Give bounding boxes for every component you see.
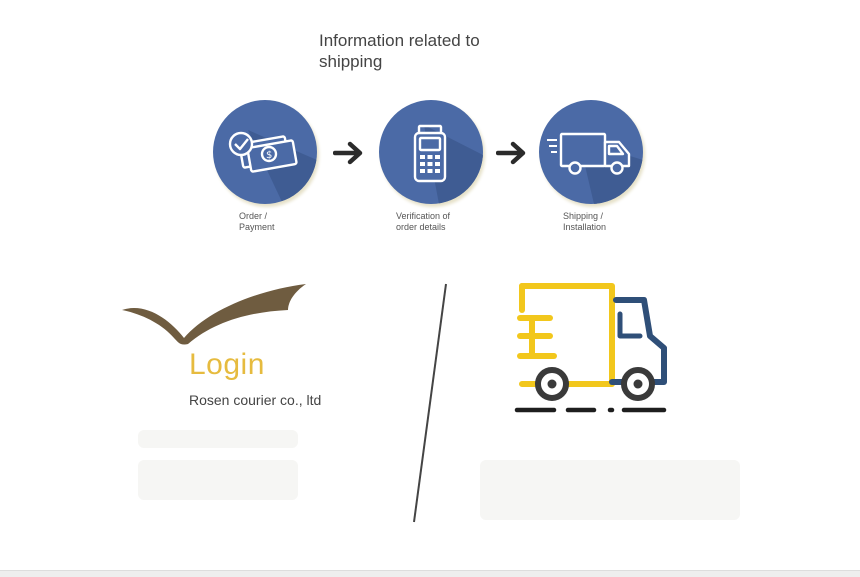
diagonal-divider [413,283,447,523]
step-label: Shipping / Installation [563,211,607,232]
step-order-payment: $ Order / Payment [213,100,319,232]
step-shipping-installation: Shipping / Installation [539,100,645,232]
card-terminal-icon [413,124,447,183]
bird-wing-logo [122,284,306,345]
faint-placeholder [138,430,298,448]
step-verification: Verification of order details [379,100,485,232]
faint-placeholder [138,460,298,500]
svg-text:$: $ [266,150,272,161]
faint-placeholder [480,460,740,520]
login-link[interactable]: Login [189,348,265,381]
step-label: Order / Payment [239,211,275,232]
arrow-right-icon [333,141,363,165]
step-circle: $ [213,100,317,204]
bottom-scroll-strip [0,570,860,577]
money-check-icon: $ [228,131,298,173]
fast-delivery-truck-icon [514,283,667,413]
step-circle [539,100,643,204]
arrow-right-icon [496,141,526,165]
delivery-truck-icon [547,132,631,175]
section-title: Information related to shipping [319,31,480,71]
step-circle [379,100,483,204]
company-name: Rosen courier co., ltd [189,392,322,408]
step-label: Verification of order details [396,211,451,232]
brand-area: Login Rosen courier co., ltd [118,280,348,520]
